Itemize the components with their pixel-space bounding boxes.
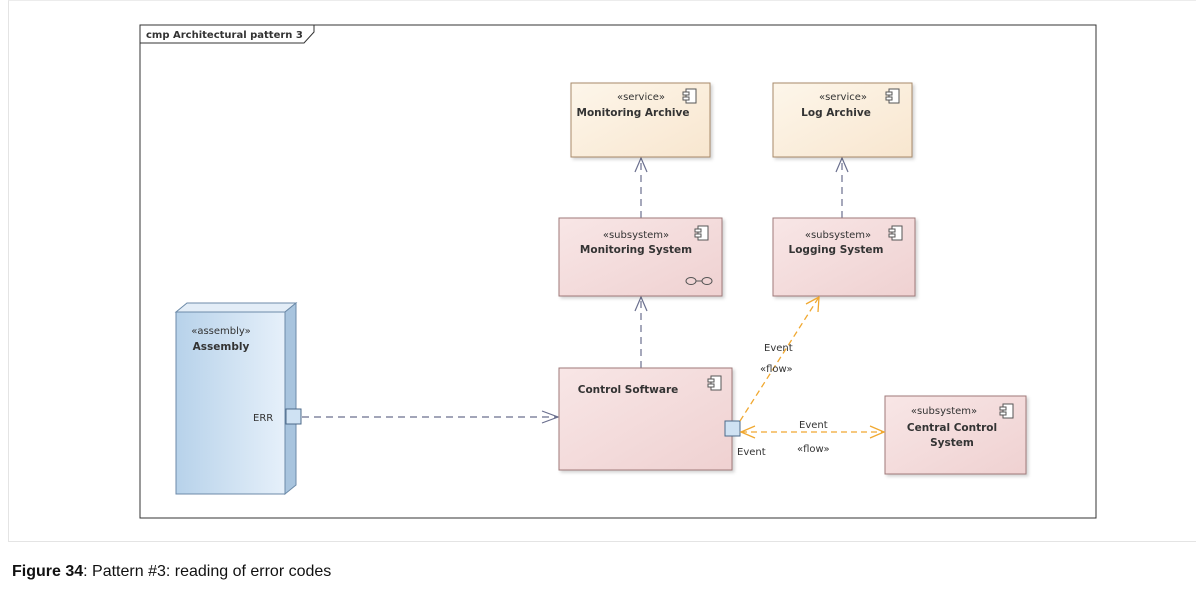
port-label-event: Event xyxy=(737,447,766,458)
svg-text:«assembly»: «assembly» xyxy=(191,326,251,337)
frame-label: cmp Architectural pattern 3 xyxy=(146,30,303,41)
svg-text:Monitoring System: Monitoring System xyxy=(580,244,692,256)
svg-text:Log Archive: Log Archive xyxy=(801,107,871,119)
information-flows xyxy=(739,295,886,439)
component-logging-system[interactable]: «subsystem» Logging System xyxy=(772,217,916,297)
arrowhead-icon xyxy=(805,295,820,313)
flow-label-event-central: Event xyxy=(799,420,828,431)
component-control-software[interactable]: Control Software Event xyxy=(558,367,766,471)
component-monitoring-archive[interactable]: «service» Monitoring Archive xyxy=(570,82,711,158)
svg-text:Control Software: Control Software xyxy=(578,384,679,396)
arrowhead-icon xyxy=(835,156,849,173)
svg-text:«subsystem»: «subsystem» xyxy=(805,230,871,241)
svg-text:Logging System: Logging System xyxy=(789,244,884,256)
component-icon xyxy=(999,403,1014,419)
figure-caption: Figure 34: Pattern #3: reading of error … xyxy=(12,563,331,581)
svg-text:Monitoring Archive: Monitoring Archive xyxy=(577,107,690,119)
svg-text:Central Control: Central Control xyxy=(907,422,997,434)
figure-number: Figure 34 xyxy=(12,563,84,580)
diagram-panel xyxy=(8,0,1196,542)
dependency-lines xyxy=(302,156,849,424)
arrowhead-icon xyxy=(541,410,560,424)
component-icon xyxy=(682,88,697,104)
flow-control-to-logging xyxy=(739,296,820,422)
flow-label-event-logging: Event xyxy=(764,343,793,354)
port-err[interactable] xyxy=(285,408,302,425)
figure-caption-text: : Pattern #3: reading of error codes xyxy=(83,563,332,580)
svg-text:«service»: «service» xyxy=(819,92,867,103)
component-icon xyxy=(694,225,709,241)
component-icon xyxy=(707,375,722,391)
svg-text:«subsystem»: «subsystem» xyxy=(603,230,669,241)
svg-text:«service»: «service» xyxy=(617,92,665,103)
port-label-err: ERR xyxy=(253,413,273,424)
arrowhead-icon xyxy=(634,156,648,173)
svg-text:System: System xyxy=(930,437,974,449)
composite-icon xyxy=(685,277,713,285)
flow-stereotype-central: «flow» xyxy=(797,444,830,455)
arrowhead-icon xyxy=(634,295,648,312)
component-icon xyxy=(888,225,903,241)
component-log-archive[interactable]: «service» Log Archive xyxy=(772,82,913,158)
port-event[interactable] xyxy=(724,420,741,437)
component-central-control-system[interactable]: «subsystem» Central Control System xyxy=(884,395,1027,475)
component-monitoring-system[interactable]: «subsystem» Monitoring System xyxy=(558,217,723,297)
component-diagram: cmp Architectural pattern 3 «service» Mo… xyxy=(139,24,1097,519)
flow-stereotype-logging: «flow» xyxy=(760,364,793,375)
svg-text:Assembly: Assembly xyxy=(193,341,250,353)
component-assembly[interactable]: «assembly» Assembly ERR xyxy=(174,301,302,496)
component-icon xyxy=(885,88,900,104)
svg-text:«subsystem»: «subsystem» xyxy=(911,406,977,417)
arrowhead-icon xyxy=(739,425,756,439)
arrowhead-icon xyxy=(869,425,886,439)
